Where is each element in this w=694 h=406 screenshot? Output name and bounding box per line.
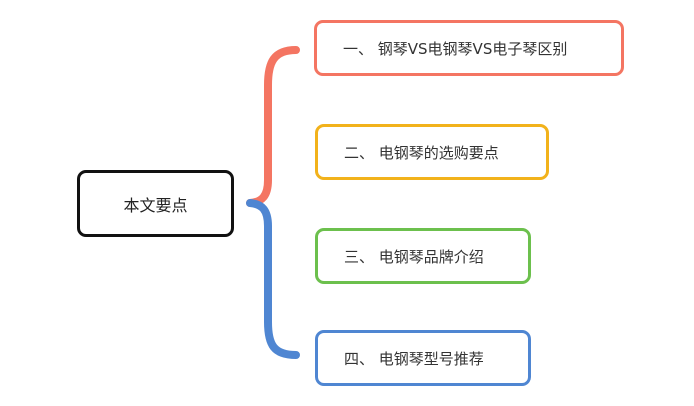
root-label: 本文要点: [123, 195, 188, 215]
lower-brace: [246, 199, 300, 359]
branch-label-4: 四、 电钢琴型号推荐: [344, 349, 484, 368]
root-node[interactable]: 本文要点: [77, 170, 234, 237]
branch-label-2: 二、 电钢琴的选购要点: [344, 143, 499, 162]
branch-label-3: 三、 电钢琴品牌介绍: [344, 247, 484, 266]
branch-node-3[interactable]: 三、 电钢琴品牌介绍: [315, 228, 531, 284]
upper-brace: [246, 46, 300, 207]
branch-node-1[interactable]: 一、 钢琴VS电钢琴VS电子琴区别: [314, 20, 624, 76]
branch-node-4[interactable]: 四、 电钢琴型号推荐: [315, 330, 531, 386]
branch-label-1: 一、 钢琴VS电钢琴VS电子琴区别: [343, 39, 568, 58]
branch-node-2[interactable]: 二、 电钢琴的选购要点: [315, 124, 549, 180]
